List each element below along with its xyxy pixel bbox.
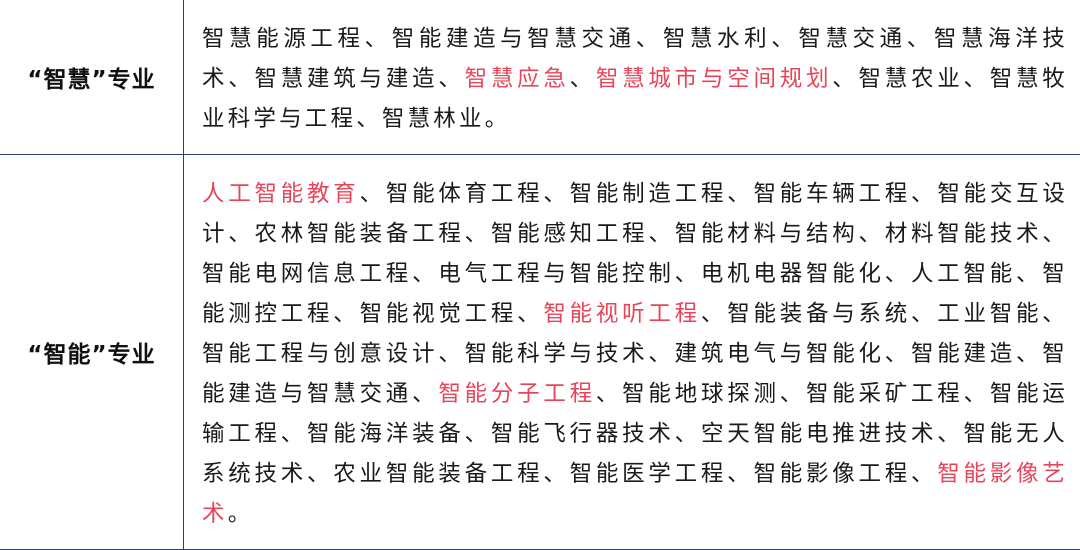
major-name: 农林智能装备工程 [254,220,465,247]
list-separator: 、 [228,220,255,247]
list-separator: 、 [1016,260,1043,287]
category-label-smart: “智慧”专业 [0,0,184,155]
list-separator: 、 [700,300,728,327]
major-name: 智能体育工程 [385,180,544,207]
major-name: 材料智能技术 [884,220,1043,247]
major-name: 智能科学与技术 [464,340,649,367]
list-separator: 、 [1016,340,1043,367]
list-separator: 、 [356,105,382,132]
list-separator: 、 [307,460,334,487]
list-separator: 、 [884,260,911,287]
list-separator: 、 [464,220,491,247]
list-terminal: 。 [484,105,511,132]
list-separator: 、 [543,180,570,207]
list-separator: 、 [727,460,754,487]
list-separator: 、 [364,25,392,52]
list-separator: 、 [438,340,465,367]
major-name-highlighted: 智能影像艺术 [202,460,1068,527]
major-name: 智慧建筑与建造 [254,65,439,92]
list-separator: 、 [543,460,570,487]
list-separator: 、 [412,260,439,287]
table-row-smart: “智慧”专业 智慧能源工程、智能建造与智慧交通、智慧水利、智慧交通、智慧海洋技术… [0,0,1080,155]
list-separator: 、 [674,420,701,447]
major-name: 智能感知工程 [490,220,649,247]
major-name: 人工智能 [911,260,1017,287]
list-separator: 、 [963,380,990,407]
major-name: 电气工程与智能控制 [438,260,675,287]
major-name: 智能采矿工程 [806,380,964,407]
list-separator: 、 [906,25,934,52]
major-name: 智能车辆工程 [753,180,912,207]
major-name: 智慧农业 [858,65,964,92]
list-separator: 、 [412,380,439,407]
list-separator: 、 [228,65,255,92]
major-name: 智能测控工程 [202,260,1068,327]
list-separator: 、 [333,300,360,327]
major-name: 智能电网信息工程 [202,260,413,287]
major-name: 智能装备与系统 [727,300,911,327]
major-name: 智能海洋装备 [307,420,465,447]
category-label-intelligent: “智能”专业 [0,153,184,550]
list-separator: 、 [911,300,938,327]
table-row-intelligent: “智能”专业 人工智能教育、智能体育工程、智能制造工程、智能车辆工程、智能交互设… [0,153,1080,550]
major-name-highlighted: 智能视听工程 [543,300,701,327]
major-name: 智慧牧业科学与工程 [202,65,1069,132]
major-list-smart: 智慧能源工程、智能建造与智慧交通、智慧水利、智慧交通、智慧海洋技术、智慧建筑与建… [183,0,1080,155]
list-separator: 、 [937,420,964,447]
list-separator: 、 [595,380,623,407]
major-name: 智能视觉工程 [359,300,518,327]
major-name: 智慧海洋技术 [202,25,1068,92]
list-separator: 、 [648,340,675,367]
list-separator: 、 [910,460,938,487]
major-name: 智能地球探测 [622,380,780,407]
major-name-highlighted: 智慧城市与空间规划 [595,65,833,92]
list-separator: 、 [963,65,990,92]
list-separator: 、 [1042,300,1068,327]
list-separator: 、 [884,340,911,367]
list-separator: 、 [674,260,701,287]
major-name: 智能医学工程 [569,460,728,487]
major-name: 智能运输工程 [202,380,1069,447]
major-name: 工业智能 [937,300,1043,327]
list-separator: 、 [779,380,806,407]
list-separator: 、 [771,25,799,52]
major-name: 智慧林业 [381,105,485,132]
major-name: 智能建造 [911,340,1017,367]
major-name: 智能交互设计 [202,180,1069,247]
list-separator: 、 [1042,220,1069,247]
list-separator: 、 [727,180,754,207]
list-separator: 、 [438,65,465,92]
major-name-highlighted: 人工智能教育 [202,180,360,207]
list-separator: 、 [280,420,308,447]
major-name: 智能建造与智慧交通 [202,340,1068,407]
major-name: 智能飞行器技术 [490,420,675,447]
list-separator: 、 [911,180,938,207]
list-separator: 、 [832,65,859,92]
list-separator: 、 [464,420,491,447]
major-name-highlighted: 智能分子工程 [438,380,596,407]
major-name: 智慧水利 [662,25,772,52]
major-name: 智能建造与智慧交通 [391,25,636,52]
major-name: 智慧交通 [798,25,907,52]
list-separator: 、 [635,25,663,52]
major-name-highlighted: 智慧应急 [464,65,570,92]
list-terminal: 。 [227,500,254,527]
major-name: 建筑电气与智能化 [674,340,885,367]
major-name: 智能工程与创意设计 [202,340,439,367]
major-name: 智能无人系统技术 [202,420,1069,487]
list-separator: 、 [517,300,544,327]
major-list-intelligent: 人工智能教育、智能体育工程、智能制造工程、智能车辆工程、智能交互设计、农林智能装… [183,153,1080,550]
list-separator: 、 [648,220,675,247]
list-separator: 、 [858,220,885,247]
major-name: 农业智能装备工程 [333,460,544,487]
major-name: 智能影像工程 [753,460,911,487]
major-name: 空天智能电推进技术 [700,420,938,447]
major-name: 电机电器智能化 [700,260,885,287]
list-separator: 、 [359,180,386,207]
list-separator: 、 [569,65,596,92]
major-name: 智能制造工程 [569,180,728,207]
major-name: 智能材料与结构 [674,220,859,247]
major-name: 智慧能源工程 [202,25,365,52]
